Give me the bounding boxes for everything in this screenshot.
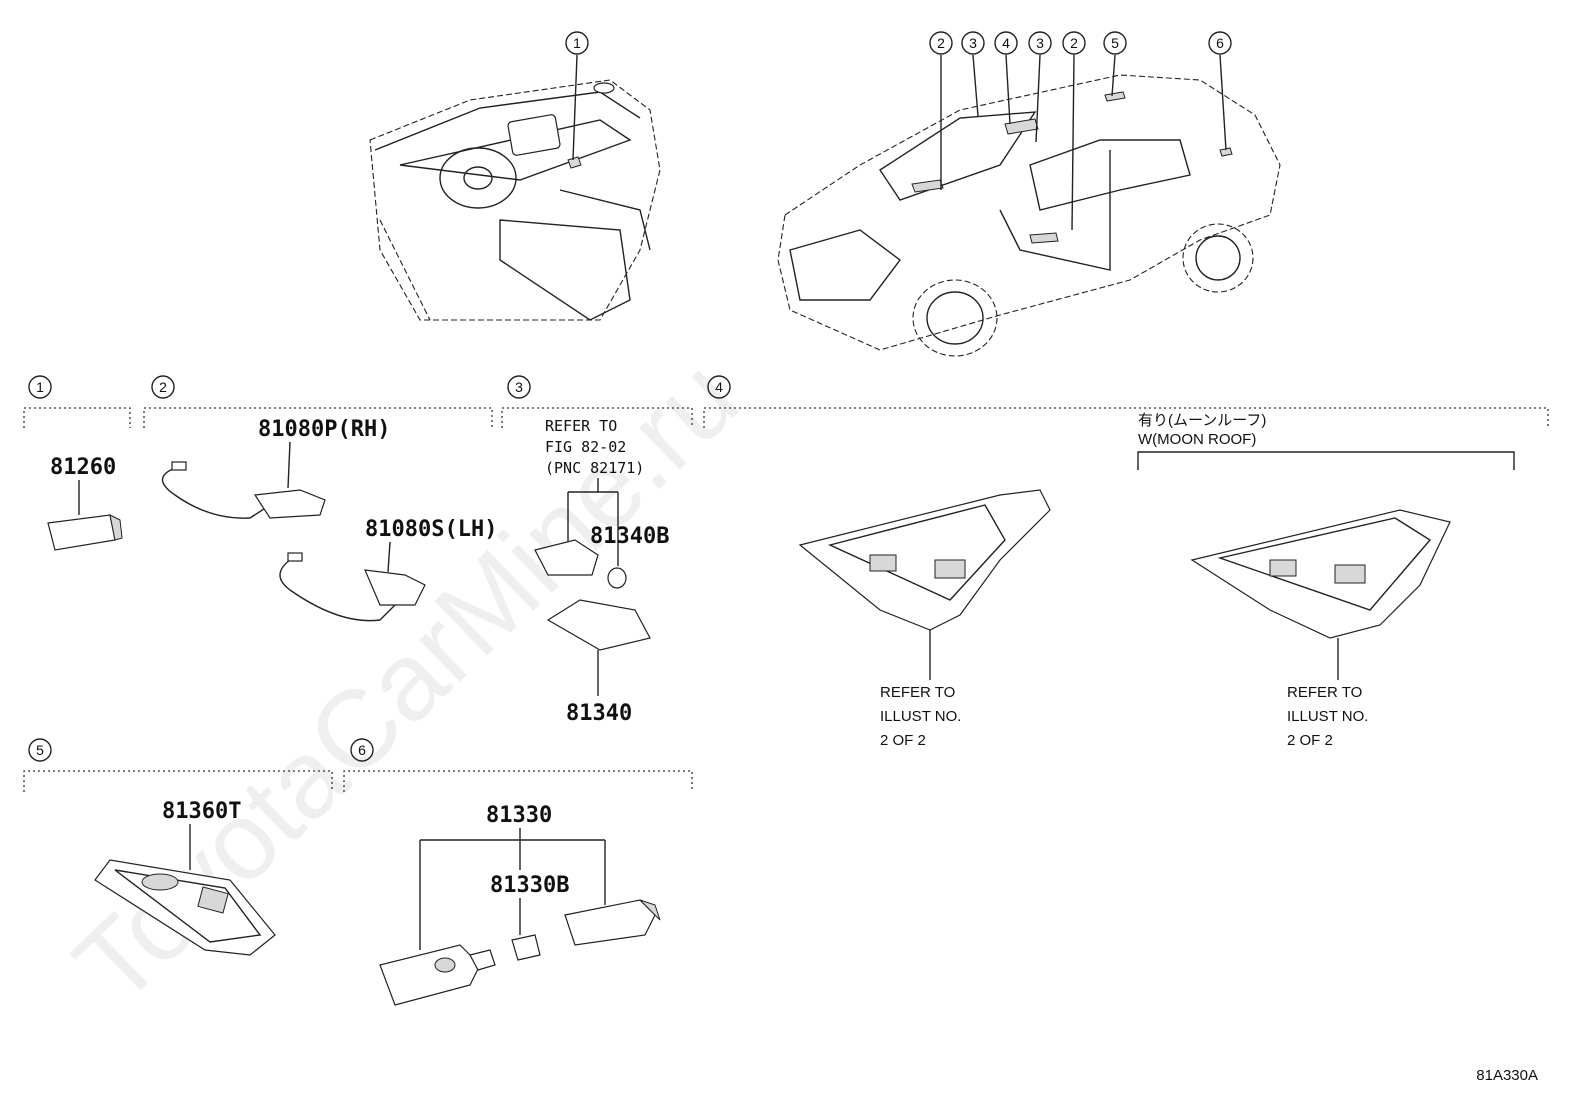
section-2-number: 2 <box>159 379 167 395</box>
note-left-line-1: REFER TO <box>880 684 955 701</box>
section-2: 2 81080P(RH) 81080S(LH) <box>143 375 497 622</box>
watermark: ToyotaCarMine.ru <box>51 336 761 1028</box>
svg-text:6: 6 <box>1216 35 1224 51</box>
socket-part <box>534 539 599 576</box>
section-1-number: 1 <box>36 379 44 395</box>
part-81330b: 81330B <box>490 873 569 898</box>
lamp-81330-left <box>379 944 481 1006</box>
refer-line-3: (PNC 82171) <box>545 459 644 477</box>
note-left-line-3: 2 OF 2 <box>880 732 926 749</box>
part-81340b: 81340B <box>590 524 669 549</box>
section-4: 4 有り(ムーンルーフ) W(MOON ROOF) REFER TO ILLUS… <box>703 375 1549 749</box>
part-81330: 81330 <box>486 803 552 828</box>
section-5: 5 81360T <box>23 738 333 956</box>
svg-text:2: 2 <box>1070 35 1078 51</box>
part-81340: 81340 <box>566 701 632 726</box>
switch-part-81260 <box>47 514 116 551</box>
svg-text:4: 4 <box>1002 35 1010 51</box>
car-callouts: 2 3 4 3 2 5 6 <box>929 31 1232 55</box>
lamp-81360t <box>94 859 276 956</box>
part-81260: 81260 <box>50 455 116 480</box>
overhead-console-right <box>1190 509 1451 639</box>
section-6-number: 6 <box>358 742 366 758</box>
lamp-81330-right <box>564 899 656 946</box>
section-4-number: 4 <box>715 379 723 395</box>
part-81080p-rh: 81080P(RH) <box>258 417 390 442</box>
bulb-81330b <box>511 934 541 961</box>
refer-line-2: FIG 82-02 <box>545 438 626 456</box>
refer-line-1: REFER TO <box>545 417 617 435</box>
lamp-81340 <box>546 599 651 651</box>
callout-1-top-label: 1 <box>573 35 581 51</box>
overhead-console-left <box>798 489 1051 631</box>
section-3-number: 3 <box>515 379 523 395</box>
section-6: 6 81330 81330B <box>343 738 693 1006</box>
note-right-line-1: REFER TO <box>1287 684 1362 701</box>
bulb-81340b <box>607 567 627 589</box>
moon-roof-en-label: W(MOON ROOF) <box>1138 431 1256 448</box>
section-5-number: 5 <box>36 742 44 758</box>
lamp-81080s <box>364 569 426 606</box>
lamp-81080p <box>253 489 326 519</box>
note-right-line-2: ILLUST NO. <box>1287 708 1368 725</box>
svg-text:3: 3 <box>969 35 977 51</box>
section-1: 1 81260 <box>23 375 131 551</box>
svg-text:3: 3 <box>1036 35 1044 51</box>
car-illustration <box>777 74 1281 357</box>
callout-1-top <box>565 31 589 55</box>
svg-text:2: 2 <box>937 35 945 51</box>
part-81080s-lh: 81080S(LH) <box>365 517 497 542</box>
note-left-line-2: ILLUST NO. <box>880 708 961 725</box>
part-81360t: 81360T <box>162 799 241 824</box>
diagram-id: 81A330A <box>1476 1067 1538 1084</box>
note-right-line-3: 2 OF 2 <box>1287 732 1333 749</box>
svg-text:5: 5 <box>1111 35 1119 51</box>
section-3: 3 REFER TO FIG 82-02 (PNC 82171) 81340B … <box>501 375 693 726</box>
dashboard-illustration <box>369 79 661 321</box>
moon-roof-jp-label: 有り(ムーンルーフ) <box>1138 412 1266 429</box>
